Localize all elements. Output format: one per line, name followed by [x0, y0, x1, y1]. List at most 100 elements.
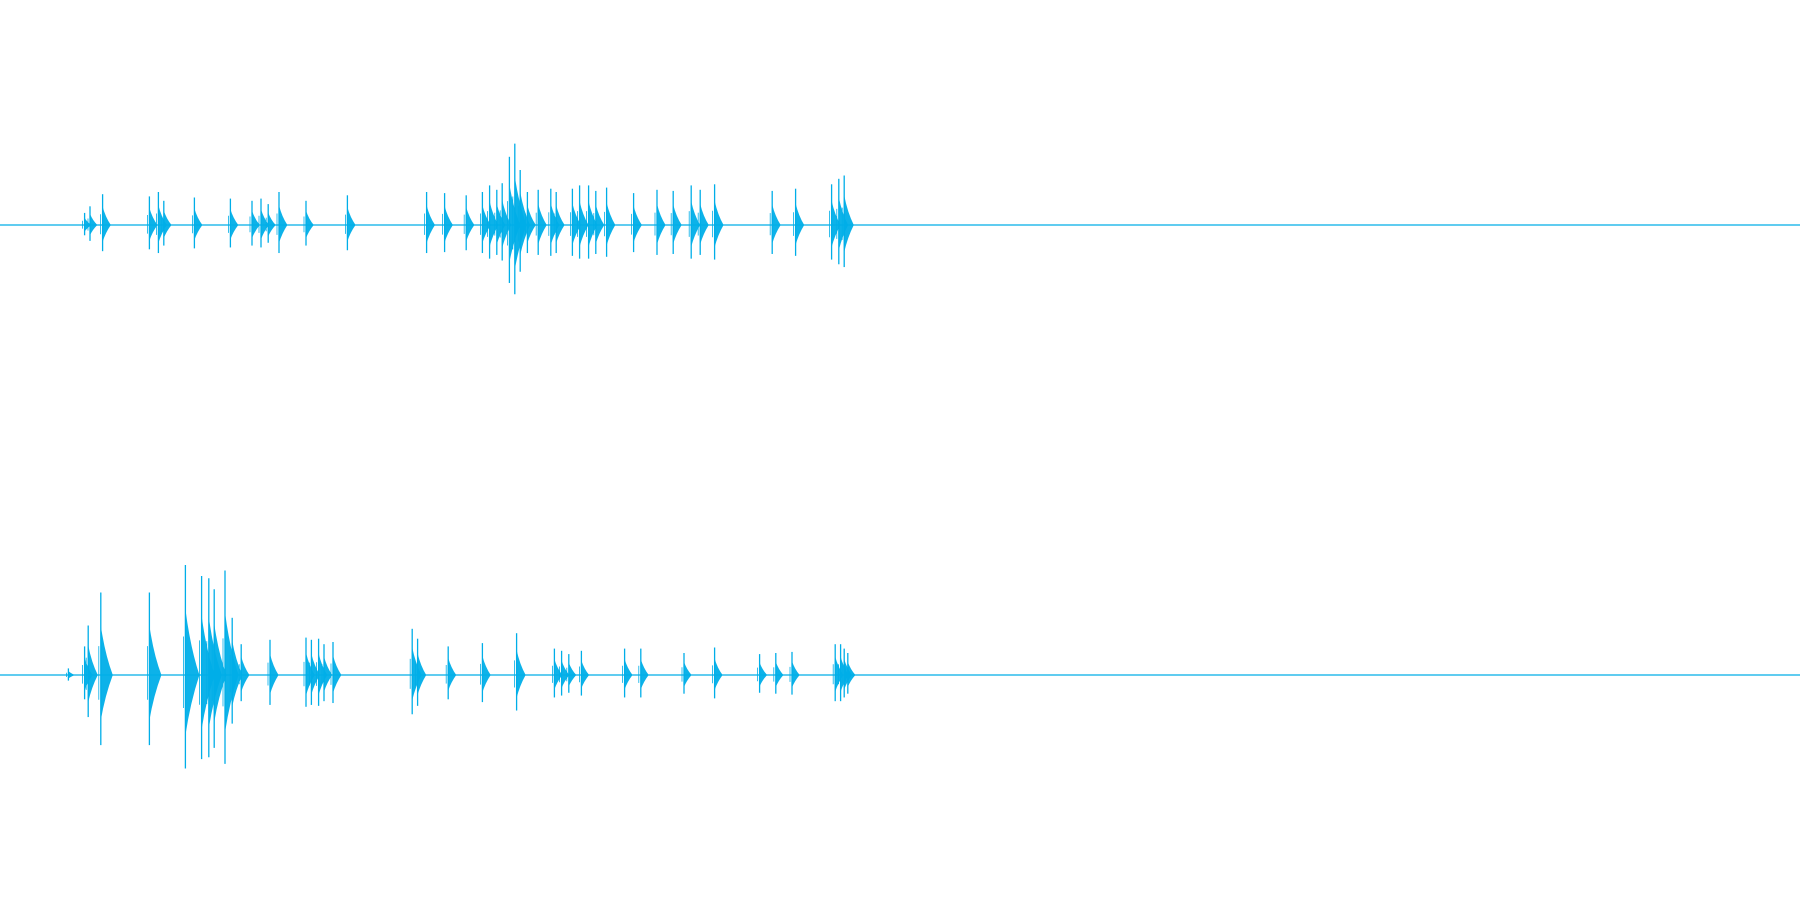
channel-2-transient — [211, 589, 227, 748]
channel-1-transient — [499, 183, 512, 261]
channel-1-transient — [344, 195, 356, 251]
channel-1-transient — [631, 193, 642, 253]
channel-2-transient — [514, 633, 526, 711]
channel-1-waveform — [0, 143, 1800, 295]
channel-2-decay — [311, 653, 320, 695]
channel-1-decay — [502, 199, 512, 248]
channel-1-transient — [442, 193, 453, 253]
channel-1-decay — [550, 203, 560, 245]
channel-2-transient — [712, 647, 723, 699]
channel-1-decay — [496, 203, 506, 245]
channel-2-transient — [773, 653, 784, 694]
channel-1-decay — [844, 195, 854, 253]
channel-2-transient — [579, 650, 590, 696]
channel-2-decay — [516, 649, 526, 698]
channel-1-decay — [444, 205, 453, 243]
channel-1-transient — [161, 200, 172, 246]
channel-1-decay — [489, 201, 499, 247]
channel-1-decay — [194, 208, 203, 241]
channel-1-decay — [527, 205, 536, 244]
channel-2-transient — [182, 565, 200, 769]
channel-1-transient — [577, 185, 589, 259]
channel-2-transient — [479, 643, 491, 703]
channel-2-transient — [845, 653, 856, 694]
channel-1-transient — [100, 194, 111, 252]
channel-2-transient — [85, 625, 98, 718]
channel-2-decay — [775, 661, 784, 688]
channel-2-decay — [270, 653, 279, 695]
channel-1-transient — [479, 192, 491, 254]
channel-2-decay — [241, 656, 250, 692]
channel-2-decay — [306, 652, 315, 696]
channel-1-decay — [158, 205, 167, 244]
channel-1-transient — [654, 189, 666, 255]
channel-1-decay — [691, 201, 701, 247]
channel-1-transient — [191, 197, 203, 249]
channel-1-transient — [155, 192, 167, 254]
channel-1-transient — [793, 188, 805, 256]
channel-1-decay — [772, 204, 781, 244]
channel-1-decay — [556, 205, 565, 244]
channel-1-decay — [714, 200, 724, 248]
channel-1-transient — [553, 192, 565, 254]
channel-2-decay — [640, 659, 649, 690]
channel-1-transient — [829, 184, 841, 260]
channel-2-waveform — [0, 565, 1800, 769]
channel-2-transient — [321, 644, 333, 702]
channel-1-decay — [163, 210, 172, 239]
channel-1-transient — [487, 185, 499, 259]
channel-2-decay — [417, 653, 427, 695]
channel-2-decay — [100, 625, 113, 721]
channel-2-transient — [832, 644, 844, 702]
channel-2-transient — [445, 646, 457, 700]
channel-2-transient — [559, 650, 570, 696]
channel-1-transient — [494, 189, 506, 255]
channel-1-transient — [249, 200, 260, 246]
channel-2-decay — [324, 656, 333, 692]
channel-2-decay — [561, 660, 570, 689]
channel-1-decay — [588, 201, 598, 247]
channel-2-decay — [318, 653, 328, 695]
channel-1-transient — [712, 184, 724, 260]
channel-2-decay — [554, 659, 563, 690]
channel-2-transient — [238, 644, 250, 702]
channel-1-decay — [347, 207, 356, 242]
channel-1-decay — [230, 209, 239, 240]
channel-1-decay — [268, 212, 276, 237]
channel-2-decay — [149, 625, 162, 721]
channel-1-transient — [227, 198, 239, 248]
channel-1-transient — [769, 190, 781, 254]
channel-2-decay — [185, 609, 200, 736]
channel-2-transient — [681, 653, 692, 694]
channel-1-decay — [252, 210, 260, 239]
channel-1-transient — [276, 192, 288, 254]
channel-1-decay — [606, 202, 616, 246]
channel-2-decay — [214, 623, 227, 723]
channel-1-decay — [673, 204, 682, 244]
channel-1-decay — [102, 206, 111, 242]
channel-2-transient — [146, 592, 162, 746]
channel-2-decay — [412, 647, 422, 701]
channel-1-decay — [595, 204, 605, 244]
channel-1-decay — [572, 203, 582, 245]
channel-1-transient — [586, 185, 598, 259]
channel-1-decay — [306, 210, 314, 239]
channel-1-transient — [463, 195, 475, 251]
channel-1-transient — [535, 189, 547, 255]
channel-2-decay — [88, 645, 98, 703]
channel-1-transient — [593, 190, 605, 254]
channel-1-transient — [670, 190, 682, 254]
channel-1-decay — [795, 203, 805, 245]
channel-1-transient — [525, 192, 536, 254]
channel-2-transient — [308, 639, 320, 705]
channel-2-decay — [684, 661, 692, 688]
channel-2-decay — [68, 671, 75, 679]
channel-2-transient — [415, 638, 427, 706]
channel-1-decay — [538, 203, 547, 245]
channel-1-transient — [836, 178, 849, 265]
channel-1-decay — [279, 205, 288, 244]
channel-1-transient — [258, 198, 269, 248]
channel-2-transient — [303, 637, 315, 707]
channel-2-decay — [482, 655, 491, 693]
